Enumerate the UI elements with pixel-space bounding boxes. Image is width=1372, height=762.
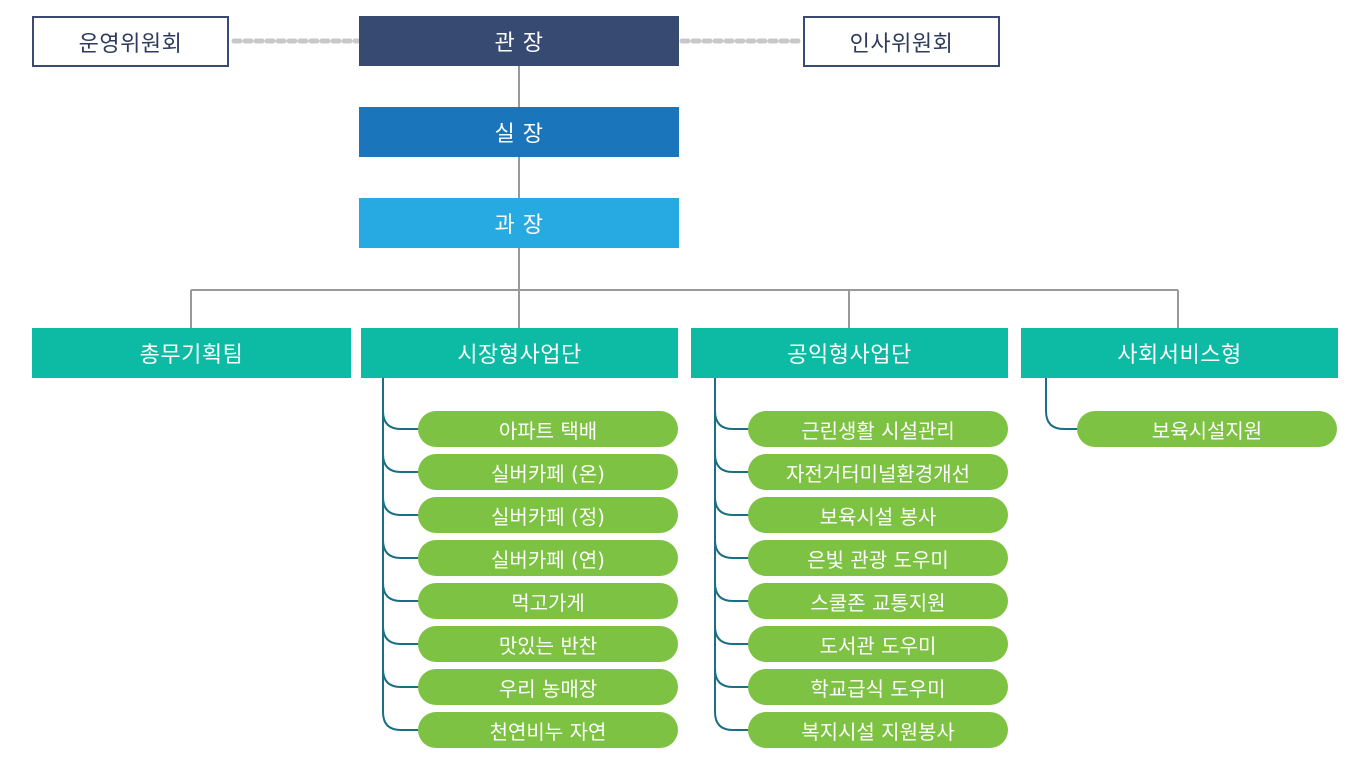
team-item: 스쿨존 교통지원	[748, 583, 1008, 619]
position-director: 관 장	[359, 16, 679, 66]
team-item: 맛있는 반찬	[418, 626, 678, 662]
team-item: 우리 농매장	[418, 669, 678, 705]
team-item: 아파트 택배	[418, 411, 678, 447]
team-item: 근린생활 시설관리	[748, 411, 1008, 447]
branch-connector-public	[714, 378, 762, 731]
team-social-service: 사회서비스형	[1021, 328, 1338, 378]
position-chief: 실 장	[359, 107, 679, 157]
team-public-business: 공익형사업단	[691, 328, 1008, 378]
team-item: 보육시설지원	[1077, 411, 1337, 447]
team-item: 실버카페 (정)	[418, 497, 678, 533]
branch-connector-market	[382, 378, 432, 731]
team-item: 은빛 관광 도우미	[748, 540, 1008, 576]
branch-connector-social	[1045, 378, 1091, 430]
team-item: 자전거터미널환경개선	[748, 454, 1008, 490]
committee-operation: 운영위원회	[32, 16, 229, 67]
team-market-business: 시장형사업단	[361, 328, 678, 378]
team-general-planning: 총무기획팀	[32, 328, 351, 378]
team-item: 보육시설 봉사	[748, 497, 1008, 533]
team-item: 학교급식 도우미	[748, 669, 1008, 705]
team-item: 천연비누 자연	[418, 712, 678, 748]
committee-personnel: 인사위원회	[803, 16, 1000, 67]
team-item: 실버카페 (연)	[418, 540, 678, 576]
team-item: 도서관 도우미	[748, 626, 1008, 662]
team-item: 실버카페 (온)	[418, 454, 678, 490]
position-manager: 과 장	[359, 198, 679, 248]
team-item: 복지시설 지원봉사	[748, 712, 1008, 748]
team-item: 먹고가게	[418, 583, 678, 619]
